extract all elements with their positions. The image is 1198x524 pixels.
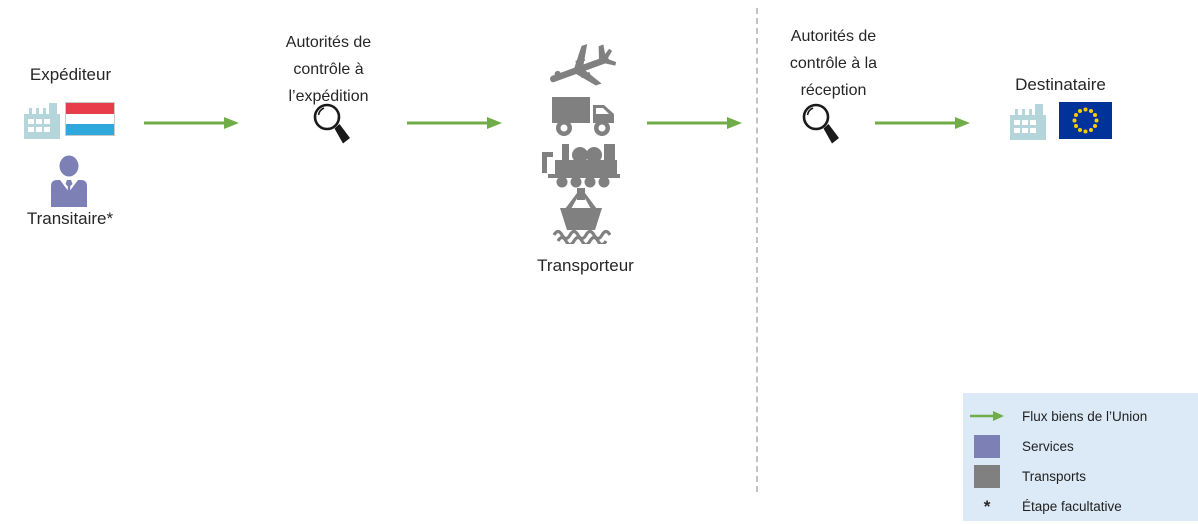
legend-label-transports: Transports <box>1022 468 1087 484</box>
factory-icon <box>21 99 63 144</box>
transporteur-label: Transporteur <box>537 256 634 275</box>
border-divider-line <box>756 8 758 492</box>
truck-icon <box>551 95 617 142</box>
businessperson-icon <box>46 155 92 212</box>
airplane-icon <box>540 33 626 107</box>
destinataire-label: Destinataire <box>1015 75 1106 94</box>
magnifier-icon <box>310 101 356 152</box>
train-icon <box>540 140 624 193</box>
flow-arrow-3 <box>647 116 742 130</box>
legend-row-flux: Flux biens de l’Union <box>963 401 1198 431</box>
autorites-expedition-label: Autorités de contrôle à l’expédition <box>285 34 372 105</box>
legend-row-etape: * Étape facultative <box>963 491 1198 521</box>
eu-flag-icon <box>1059 102 1112 144</box>
legend-label-flux: Flux biens de l’Union <box>1022 408 1148 424</box>
factory-icon <box>1007 100 1049 145</box>
legend-label-services: Services <box>1022 438 1074 454</box>
legend-row-services: Services <box>963 431 1198 461</box>
flow-arrow-1 <box>144 116 239 130</box>
services-swatch-icon <box>974 434 1000 458</box>
transitaire-label: Transitaire* <box>26 209 114 228</box>
legend-row-transports: Transports <box>963 461 1198 491</box>
flow-arrow-2 <box>407 116 502 130</box>
legend-label-etape: Étape facultative <box>1022 498 1122 514</box>
ship-icon <box>551 186 612 249</box>
magnifier-icon <box>799 101 845 152</box>
expediteur-label: Expéditeur <box>29 65 112 84</box>
legend: Flux biens de l’Union Services Transport… <box>963 393 1198 521</box>
flow-arrow-4 <box>875 116 970 130</box>
asterisk-icon: * <box>983 496 991 516</box>
luxembourg-flag-icon <box>65 102 115 136</box>
green-arrow-icon <box>963 410 1011 422</box>
transports-swatch-icon <box>974 464 1000 488</box>
autorites-reception-label: Autorités de contrôle à la réception <box>789 28 878 99</box>
